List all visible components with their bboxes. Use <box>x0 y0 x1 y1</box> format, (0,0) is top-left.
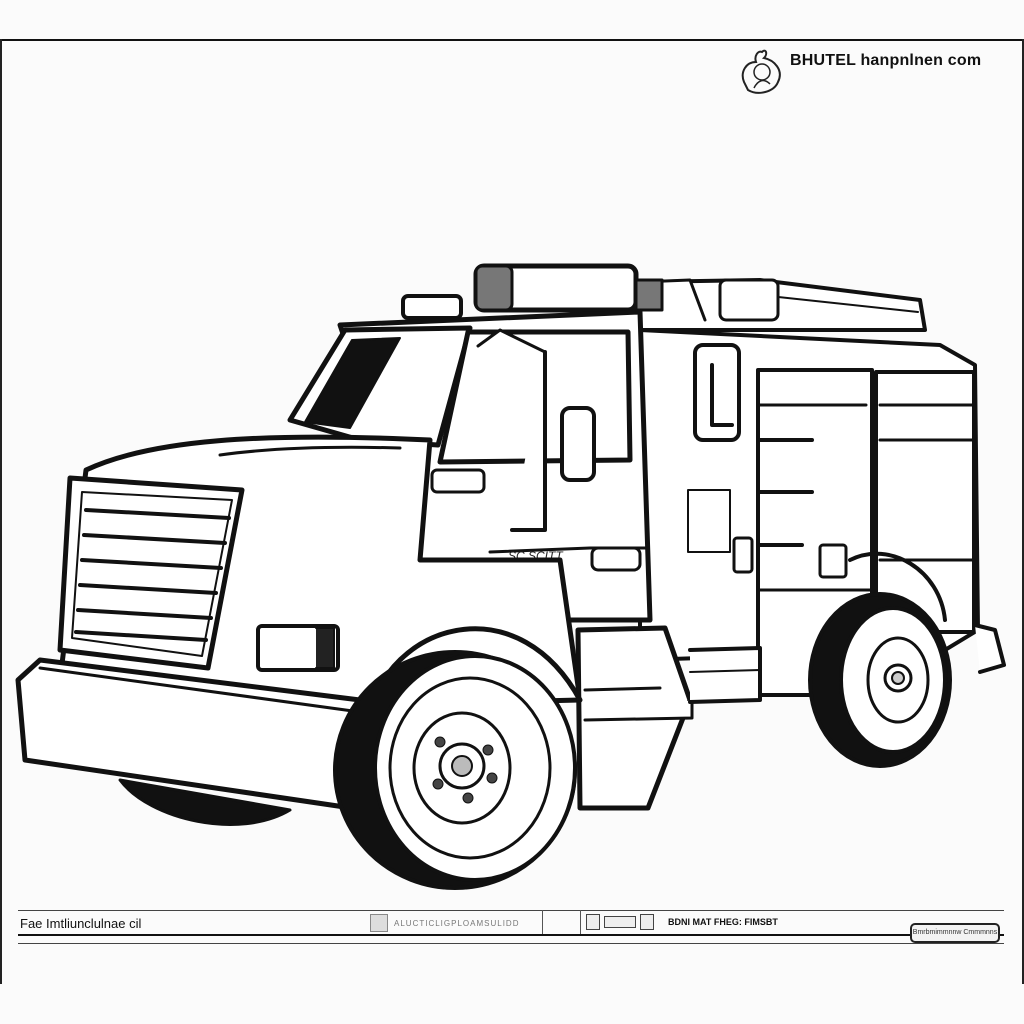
footer-divider <box>580 910 581 934</box>
footer-right-group: BDNI MAT FHEG: FIMSBT <box>586 914 778 930</box>
footer-middle-group: ALUCTICLIGPLOAMSULIDD <box>370 913 519 933</box>
document-icon <box>640 914 654 930</box>
footer-badge: Bmrbmimmnnw Cmmmnns <box>910 923 1000 943</box>
thumbnail-icon <box>370 914 388 932</box>
document-icon <box>586 914 600 930</box>
footer-title: Fae Imtliunclulnae cil <box>20 916 142 931</box>
footer-rule-top <box>18 910 1004 911</box>
barcode-icon <box>604 916 636 928</box>
site-brand: BHUTEL hanpnlnen com <box>734 44 981 100</box>
footer-bar: Fae Imtliunclulnae cil ALUCTICLIGPLOAMSU… <box>18 910 1004 946</box>
footer-meta-text: BDNI MAT FHEG: FIMSBT <box>668 917 778 927</box>
top-border-line <box>0 39 1024 41</box>
site-url-text: BHUTEL hanpnlnen com <box>790 52 982 69</box>
footer-divider <box>542 910 543 934</box>
footer-rule-bottom <box>18 943 1004 944</box>
footer-rule-middle <box>18 934 1004 936</box>
frame-left-line <box>0 39 2 984</box>
bird-mascot-icon <box>741 49 781 94</box>
frame-right-line <box>1022 39 1024 984</box>
footer-middle-text: ALUCTICLIGPLOAMSULIDD <box>394 918 520 928</box>
